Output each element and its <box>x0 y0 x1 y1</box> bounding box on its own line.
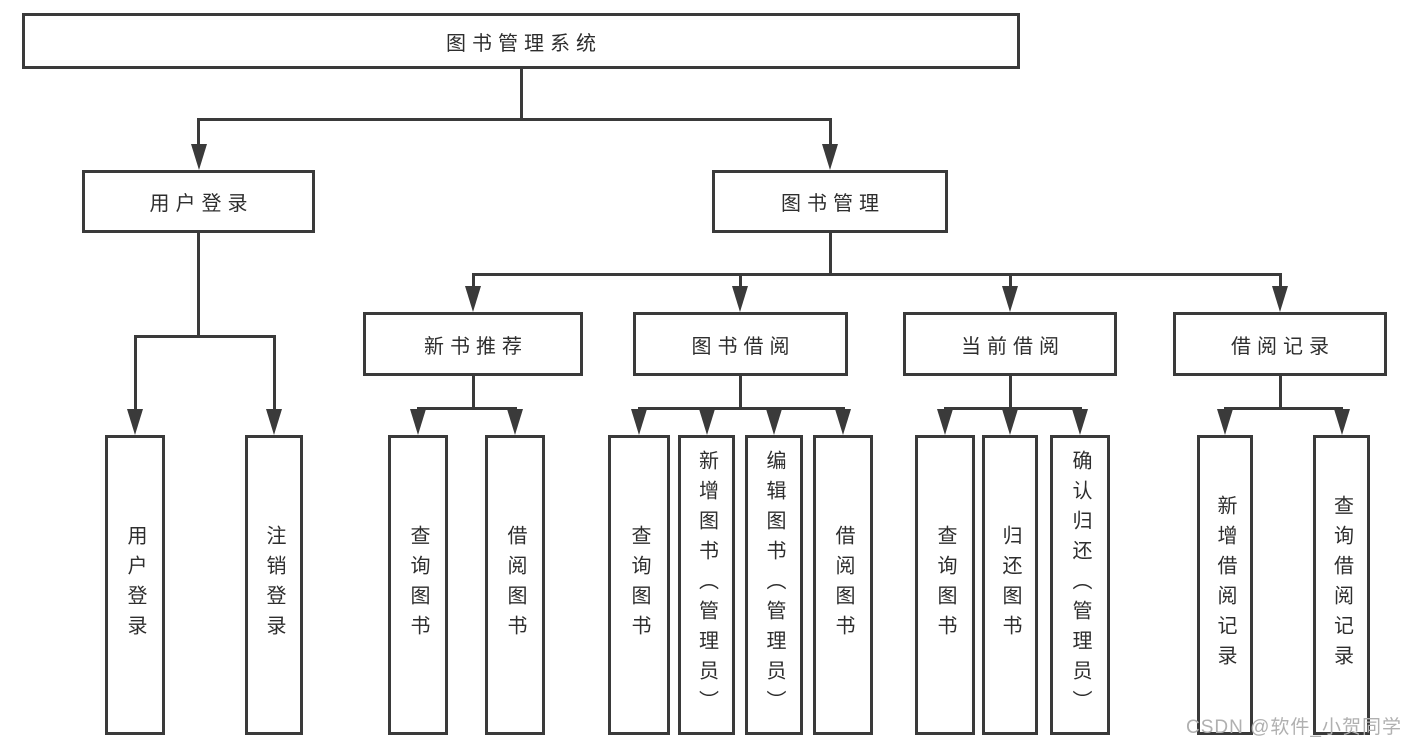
connector-line <box>1278 273 1282 292</box>
connector-line <box>637 407 845 410</box>
node-label: 注销登录 <box>263 525 285 645</box>
arrowhead-icon <box>1272 286 1288 312</box>
node-confirm-return-admin: 确认归还（管理员） <box>1050 435 1110 735</box>
node-book-borrow: 图书借阅 <box>633 312 848 376</box>
connector-line <box>197 231 200 338</box>
node-label: 图书借阅 <box>691 335 796 358</box>
arrowhead-icon <box>465 286 481 312</box>
node-label: 图书管理 <box>781 193 885 215</box>
node-borrow-book-leaf: 借阅图书 <box>813 435 873 735</box>
node-add-borrow-record: 新增借阅记录 <box>1197 435 1253 735</box>
node-label: 查询图书 <box>628 525 650 645</box>
arrowhead-icon <box>937 409 953 435</box>
arrowhead-icon <box>1072 409 1088 435</box>
node-current-borrow: 当前借阅 <box>903 312 1117 376</box>
node-borrow-book-recommend: 借阅图书 <box>485 435 545 735</box>
csdn-watermark: CSDN @软件_小贺同学 <box>1186 717 1402 738</box>
connector-line <box>1008 273 1012 292</box>
connector-line <box>828 118 832 150</box>
node-label: 图书管理系统 <box>446 32 602 55</box>
connector-line <box>416 407 517 410</box>
arrowhead-icon <box>1217 409 1233 435</box>
node-label: 查询借阅记录 <box>1330 495 1353 675</box>
arrowhead-icon <box>766 409 782 435</box>
connector-line <box>1008 374 1012 410</box>
connector-line <box>197 118 832 121</box>
node-label: 确认归还（管理员） <box>1069 450 1091 720</box>
node-user-login-leaf: 用户登录 <box>105 435 165 735</box>
connector-line <box>828 231 832 276</box>
arrowhead-icon <box>190 144 207 170</box>
arrowhead-icon <box>1333 409 1350 435</box>
node-label: 归还图书 <box>999 525 1021 645</box>
connector-line <box>738 273 742 292</box>
arrowhead-icon <box>266 409 282 435</box>
connector-line <box>133 335 137 415</box>
node-label: 新书推荐 <box>424 335 528 358</box>
connector-line <box>519 67 523 121</box>
node-user-login: 用户登录 <box>82 170 315 233</box>
arrowhead-icon <box>631 409 647 435</box>
node-query-book-current: 查询图书 <box>915 435 975 735</box>
arrowhead-icon <box>822 144 838 170</box>
node-query-book-recommend: 查询图书 <box>388 435 448 735</box>
arrowhead-icon <box>698 409 715 435</box>
node-logout-leaf: 注销登录 <box>245 435 303 735</box>
node-edit-book-admin: 编辑图书（管理员） <box>745 435 803 735</box>
connector-line <box>197 118 200 150</box>
node-root-system: 图书管理系统 <box>22 13 1020 69</box>
node-query-borrow-record: 查询借阅记录 <box>1313 435 1370 735</box>
node-return-book: 归还图书 <box>982 435 1038 735</box>
arrowhead-icon <box>507 409 523 435</box>
connector-line <box>272 335 276 415</box>
connector-line <box>471 273 1282 276</box>
arrowhead-icon <box>732 286 748 312</box>
arrowhead-icon <box>1002 409 1018 435</box>
arrowhead-icon <box>410 409 426 435</box>
node-query-book-borrow: 查询图书 <box>608 435 670 735</box>
node-label: 编辑图书（管理员） <box>763 450 785 720</box>
node-new-book-recommend: 新书推荐 <box>363 312 583 376</box>
connector-line <box>1223 407 1343 410</box>
node-label: 查询图书 <box>407 525 429 645</box>
connector-line <box>943 407 1082 410</box>
node-label: 借阅记录 <box>1231 335 1335 358</box>
node-label: 用户登录 <box>124 525 146 645</box>
connector-line <box>738 374 742 410</box>
node-label: 查询图书 <box>934 525 956 645</box>
connector-line <box>1278 374 1282 410</box>
arrowhead-icon <box>1002 286 1018 312</box>
node-borrow-records: 借阅记录 <box>1173 312 1387 376</box>
node-label: 借阅图书 <box>504 525 526 645</box>
node-add-book-admin: 新增图书（管理员） <box>678 435 735 735</box>
connector-line <box>471 273 475 292</box>
node-book-management: 图书管理 <box>712 170 948 233</box>
connector-line <box>471 374 475 410</box>
arrowhead-icon <box>127 409 143 435</box>
node-label: 新增借阅记录 <box>1214 495 1236 675</box>
node-label: 当前借阅 <box>961 335 1065 358</box>
node-label: 借阅图书 <box>832 525 854 645</box>
connector-line <box>133 335 276 338</box>
arrowhead-icon <box>835 409 851 435</box>
node-label: 新增图书（管理员） <box>695 450 718 720</box>
node-label: 用户登录 <box>149 193 254 215</box>
